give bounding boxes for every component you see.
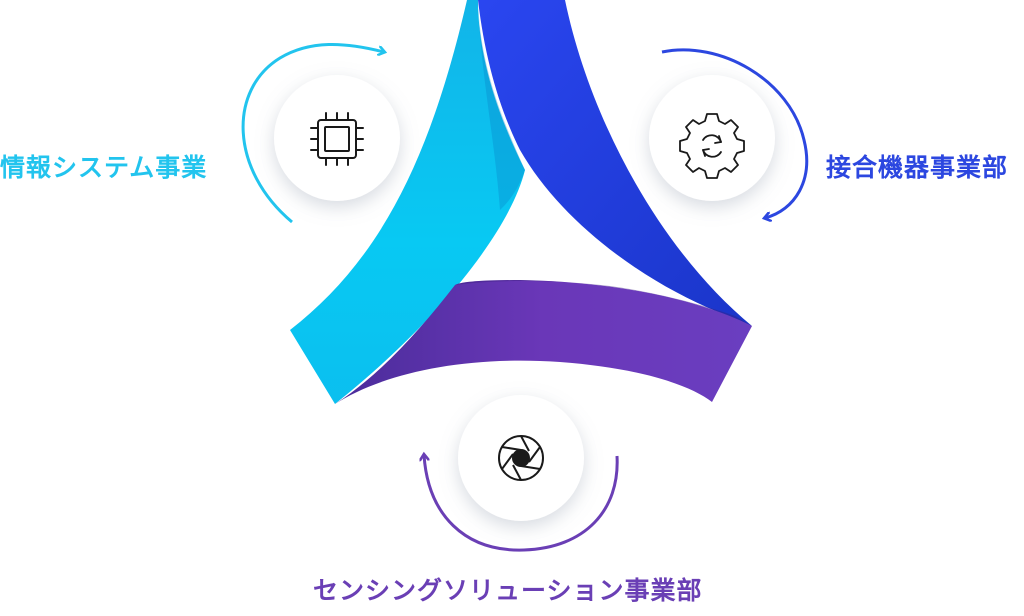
camera-aperture-icon: [498, 435, 544, 481]
cyan-ribbon-shade: [478, 0, 525, 210]
sensing-solutions-label: センシングソリューション事業部: [313, 576, 703, 605]
gear-cycle-icon: [679, 113, 745, 179]
purple-ribbon-shade: [455, 280, 752, 326]
info-icon-circle: [274, 75, 400, 201]
bonding-equipment-label: 接合機器事業部: [826, 153, 1009, 182]
blue-ribbon: [478, 0, 752, 326]
purple-cycle-arrow: [424, 455, 619, 552]
info-systems-label: 情報システム事業: [0, 153, 208, 182]
ribbon-triangle: [290, 0, 752, 404]
blue-cycle-arrow: [661, 48, 809, 218]
cyan-cycle-arrow: [241, 42, 384, 224]
cpu-chip-icon: [310, 112, 364, 166]
conn-icon-circle: [649, 75, 775, 201]
cyan-ribbon: [290, 0, 525, 404]
purple-ribbon: [335, 280, 752, 404]
